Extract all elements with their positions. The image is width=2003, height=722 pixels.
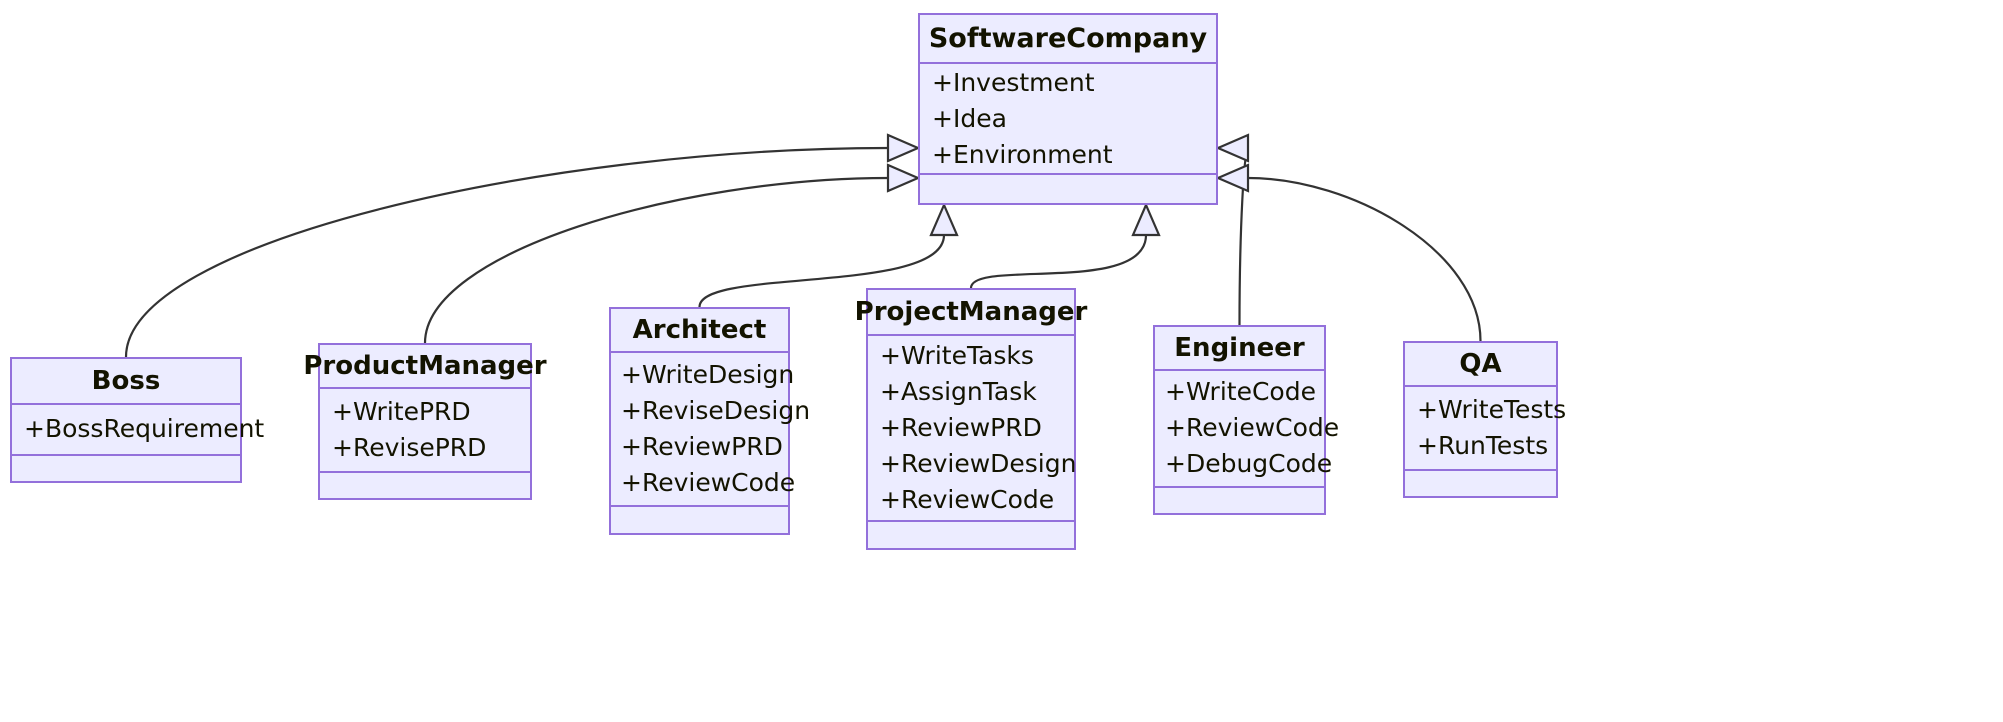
uml-attribute: +WriteTasks xyxy=(880,341,1034,371)
uml-class-attributes-qa: +WriteTests +RunTests xyxy=(1405,387,1567,471)
uml-class-productmanager[interactable]: ProductManager +WritePRD +RevisePRD xyxy=(303,343,547,500)
uml-attribute: +RevisePRD xyxy=(332,432,487,462)
uml-class-methods-engineer xyxy=(1155,488,1324,513)
uml-attribute: +ReviseDesign xyxy=(621,396,811,426)
uml-attribute: +BossRequirement xyxy=(24,414,265,444)
uml-class-methods-qa xyxy=(1405,471,1556,496)
uml-class-attributes-projectmanager: +WriteTasks +AssignTask +ReviewPRD +ReviewD… xyxy=(868,336,1077,523)
uml-class-architect[interactable]: Architect +WriteDesign +ReviseDesign +Revie… xyxy=(609,307,811,535)
uml-class-attributes-engineer: +WriteCode +ReviewCode +DebugCode xyxy=(1155,371,1340,488)
inheritance-triangle-arrowhead-icon xyxy=(886,163,921,193)
uml-class-attributes-architect: +WriteDesign +ReviseDesign +ReviewPRD +Revi… xyxy=(611,353,811,508)
uml-attribute: +ReviewCode xyxy=(1165,413,1340,443)
uml-class-title-qa: QA xyxy=(1405,343,1556,387)
inheritance-triangle-arrowhead-icon xyxy=(1131,202,1161,237)
uml-class-methods-productmanager xyxy=(320,473,530,498)
generalization-edge-projmgr-to-softwarecompany xyxy=(969,202,1161,289)
generalization-edge-boss-to-softwarecompany xyxy=(124,133,921,358)
generalization-edge-engineer-to-softwarecompany xyxy=(1215,133,1250,326)
uml-attribute: +WriteDesign xyxy=(621,360,795,390)
uml-attribute: +Investment xyxy=(932,67,1095,97)
uml-attribute: +ReviewPRD xyxy=(621,432,783,462)
uml-attribute: +ReviewDesign xyxy=(880,449,1077,479)
uml-class-methods-projectmanager xyxy=(868,522,1074,548)
uml-class-methods-architect xyxy=(611,507,788,533)
uml-attribute: +AssignTask xyxy=(880,377,1037,407)
edge-line xyxy=(1247,176,1482,342)
uml-attribute: +WritePRD xyxy=(332,396,471,426)
uml-attribute: +Idea xyxy=(932,103,1007,133)
uml-attribute: +ReviewCode xyxy=(621,468,796,498)
inheritance-triangle-arrowhead-icon xyxy=(1215,163,1250,193)
uml-attribute: +ReviewPRD xyxy=(880,413,1042,443)
uml-class-methods-boss xyxy=(12,456,240,481)
edge-line xyxy=(969,234,1148,289)
uml-class-title-softwarecompany: SoftwareCompany xyxy=(920,15,1216,65)
inheritance-triangle-arrowhead-icon xyxy=(1215,133,1250,163)
uml-class-qa[interactable]: QA +WriteTests +RunTests xyxy=(1403,341,1567,498)
uml-class-title-architect: Architect xyxy=(611,309,788,354)
uml-class-title-productmanager: ProductManager xyxy=(303,345,547,389)
uml-class-boss[interactable]: Boss +BossRequirement xyxy=(10,357,265,483)
uml-attribute: +DebugCode xyxy=(1165,449,1333,479)
uml-attribute: +RunTests xyxy=(1417,430,1549,460)
uml-class-attributes-softwarecompany: +Investment +Idea +Environment xyxy=(920,64,1216,176)
uml-attribute: +WriteCode xyxy=(1165,377,1316,407)
uml-class-softwarecompany[interactable]: SoftwareCompany+Investment +Idea +Environm… xyxy=(918,13,1218,205)
uml-class-attributes-boss: +BossRequirement xyxy=(12,405,265,456)
uml-class-projectmanager[interactable]: ProjectManager +WriteTasks +AssignTask +Rev… xyxy=(855,288,1087,550)
uml-attribute: +Environment xyxy=(932,139,1113,169)
uml-attribute: +ReviewCode xyxy=(880,485,1055,515)
uml-class-title-engineer: Engineer xyxy=(1155,327,1324,372)
edge-line xyxy=(1238,146,1250,326)
uml-class-attributes-productmanager: +WritePRD +RevisePRD xyxy=(320,389,530,473)
uml-class-title-projectmanager: ProjectManager xyxy=(855,290,1087,337)
generalization-edge-qa-to-softwarecompany xyxy=(1215,163,1482,342)
uml-class-engineer[interactable]: Engineer +WriteCode +ReviewCode +DebugCode xyxy=(1153,325,1340,515)
uml-class-methods-softwarecompany xyxy=(920,175,1216,203)
uml-attribute: +WriteTests xyxy=(1417,394,1567,424)
inheritance-triangle-arrowhead-icon xyxy=(886,133,921,163)
inheritance-triangle-arrowhead-icon xyxy=(929,202,959,237)
uml-class-title-boss: Boss xyxy=(12,359,240,405)
